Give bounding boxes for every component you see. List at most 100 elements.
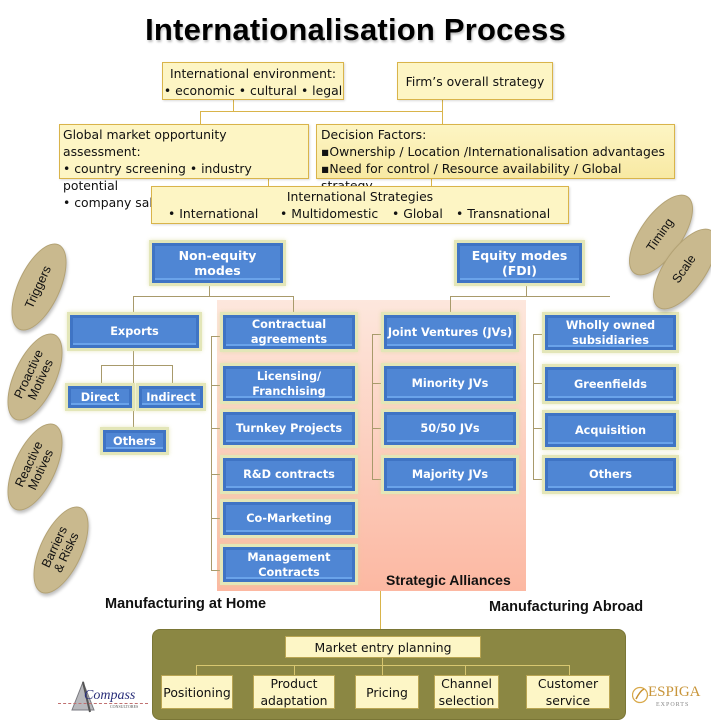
assessment-item: • country screening • industry potential xyxy=(63,161,252,193)
proactive-motives-oval: Proactive Motives xyxy=(0,325,74,429)
firm-strategy-box: Firm’s overall strategy xyxy=(397,62,553,100)
customer-service-box: Customer service xyxy=(526,675,610,709)
connector xyxy=(133,296,293,297)
connector xyxy=(569,665,570,675)
connector xyxy=(372,383,384,384)
connector xyxy=(533,428,545,429)
wholly-owned-subsidiaries-box: Wholly owned subsidiaries xyxy=(542,312,679,353)
decision-factors-heading: Decision Factors: xyxy=(321,127,427,142)
majority-jvs-box: Majority JVs xyxy=(381,455,519,494)
compass-logo-subtext: CONSULTORES xyxy=(110,704,139,709)
exports-box: Exports xyxy=(67,312,202,351)
exports-others-box: Others xyxy=(100,427,169,455)
page-title: Internationalisation Process xyxy=(145,12,566,47)
strategic-alliances-label: Strategic Alliances xyxy=(386,572,511,588)
strategy-item: • International xyxy=(168,206,259,221)
turnkey-projects-box: Turnkey Projects xyxy=(220,409,358,448)
connector xyxy=(372,479,384,480)
connector xyxy=(211,385,223,386)
triggers-label: Triggers xyxy=(22,263,55,311)
acquisition-box: Acquisition xyxy=(542,410,679,450)
compass-logo-text: Compass xyxy=(84,688,136,703)
joint-ventures-box: Joint Ventures (JVs) xyxy=(381,312,519,352)
positioning-box: Positioning xyxy=(161,675,233,709)
scale-label: Scale xyxy=(669,251,700,286)
market-assessment-box: Global market opportunity assessment: • … xyxy=(59,124,309,210)
licensing-franchising-box: Licensing/ Franchising xyxy=(220,363,358,404)
barriers-risks-label: Barriers & Risks xyxy=(39,524,82,575)
espiga-logo-text: ESPIGA xyxy=(648,684,701,700)
contractual-agreements-box: Contractual agreements xyxy=(220,312,358,352)
connector xyxy=(211,428,223,429)
connector xyxy=(101,365,173,366)
connector xyxy=(196,665,197,675)
connector xyxy=(200,111,201,125)
indirect-exports-box: Indirect xyxy=(136,383,206,411)
connector xyxy=(533,334,534,480)
connector xyxy=(196,665,570,666)
assessment-heading: Global market opportunity assessment: xyxy=(63,127,227,159)
connector xyxy=(294,665,295,675)
minority-jvs-box: Minority JVs xyxy=(381,363,519,404)
connector xyxy=(211,518,223,519)
reactive-motives-oval: Reactive Motives xyxy=(0,415,74,519)
connector xyxy=(172,365,173,385)
non-equity-modes-box: Non-equity modes xyxy=(149,240,286,286)
espiga-logo: ESPIGA EXPORTS xyxy=(632,682,710,712)
environment-heading: International environment: xyxy=(169,66,337,81)
connector xyxy=(209,282,210,296)
decision-factor-item: ▪Ownership / Location /Internationalisat… xyxy=(321,144,665,159)
strategies-list: • International • Multidomestic • Global… xyxy=(152,205,568,222)
product-adaptation-box: Product adaptation xyxy=(253,675,335,709)
connector xyxy=(450,296,610,297)
compass-logo: Compass CONSULTORES xyxy=(58,680,148,714)
connector xyxy=(382,665,383,675)
direct-exports-box: Direct xyxy=(65,383,135,411)
pricing-box: Pricing xyxy=(355,675,419,709)
fifty-fifty-jvs-box: 50/50 JVs xyxy=(381,409,519,448)
connector xyxy=(293,296,294,314)
manufacturing-home-label: Manufacturing at Home xyxy=(105,596,267,612)
triggers-oval: Triggers xyxy=(0,235,78,339)
connector xyxy=(211,570,223,571)
equity-others-box: Others xyxy=(542,455,679,494)
connector xyxy=(533,479,545,480)
strategies-heading: International Strategies xyxy=(286,189,434,204)
barriers-risks-oval: Barriers & Risks xyxy=(22,498,100,602)
connector xyxy=(526,282,527,296)
connector xyxy=(450,296,451,314)
connector xyxy=(101,365,102,385)
strategy-item: • Global xyxy=(392,206,443,221)
connector xyxy=(211,474,223,475)
connector xyxy=(211,336,223,337)
connector xyxy=(533,383,545,384)
connector xyxy=(465,665,466,675)
connector xyxy=(200,111,443,112)
co-marketing-box: Co-Marketing xyxy=(220,499,358,538)
connector xyxy=(372,334,373,480)
connector xyxy=(442,97,443,111)
connector xyxy=(442,111,443,125)
international-strategies-box: International Strategies • International… xyxy=(151,186,569,224)
channel-selection-box: Channel selection xyxy=(434,675,499,709)
connector xyxy=(431,177,432,187)
management-contracts-box: Management Contracts xyxy=(220,544,358,585)
manufacturing-abroad-label: Manufacturing Abroad xyxy=(489,599,644,615)
environment-factors: • economic • cultural • legal xyxy=(163,83,343,98)
connector xyxy=(372,428,384,429)
firm-strategy-label: Firm’s overall strategy xyxy=(405,73,545,89)
connector xyxy=(211,336,212,571)
market-entry-planning-box: Market entry planning xyxy=(285,636,481,658)
rd-contracts-box: R&D contracts xyxy=(220,455,358,494)
connector xyxy=(268,177,269,187)
strategy-item: • Multidomestic xyxy=(280,206,379,221)
connector xyxy=(233,97,234,111)
decision-factors-box: Decision Factors: ▪Ownership / Location … xyxy=(316,124,675,193)
connector xyxy=(133,296,134,314)
wheat-icon xyxy=(632,686,648,704)
proactive-motives-label: Proactive Motives xyxy=(11,347,56,403)
connector xyxy=(533,334,545,335)
connector xyxy=(380,591,381,629)
reactive-motives-label: Reactive Motives xyxy=(12,439,56,493)
strategy-item: • Transnational xyxy=(456,206,551,221)
